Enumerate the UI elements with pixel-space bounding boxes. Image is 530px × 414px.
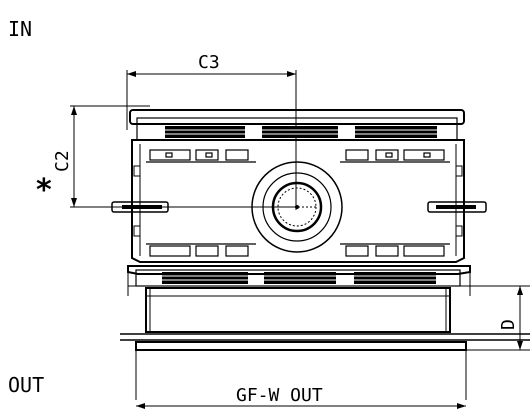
dimension-gf-w-out: GF-W OUT <box>136 385 466 409</box>
dimension-d-label: D <box>498 319 519 330</box>
unit-top-frame <box>129 109 465 141</box>
inlet-label: IN <box>8 17 32 41</box>
unit-housing <box>131 139 465 263</box>
plenum-box <box>145 287 451 333</box>
dimension-d: D <box>460 285 530 351</box>
outlet-label: OUT <box>8 373 44 397</box>
dimension-c2-label: C2 <box>52 150 73 172</box>
dimension-c3-label: C3 <box>198 52 220 73</box>
outlet-frame <box>127 265 471 296</box>
asterisk-mark: * <box>36 173 52 208</box>
dimension-c2: C2 * <box>36 105 150 208</box>
ceiling-faceplate <box>120 333 530 400</box>
right-mounting-bracket <box>427 201 487 213</box>
top-grille <box>165 126 437 138</box>
bottom-grille <box>162 272 436 284</box>
dimension-gf-w-out-label: GF-W OUT <box>236 385 323 406</box>
